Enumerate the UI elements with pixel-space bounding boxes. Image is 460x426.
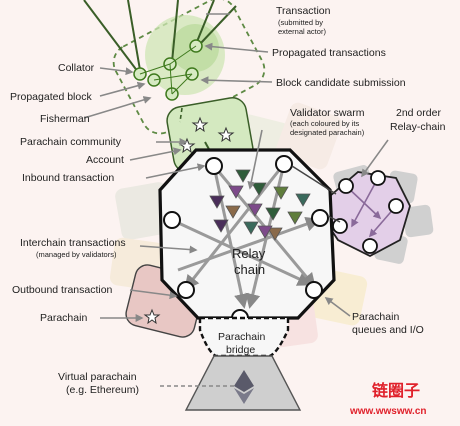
label-virtual-parachain-1: Virtual parachain — [58, 371, 137, 383]
label-validator-swarm: Validator swarm — [290, 107, 365, 119]
label-outbound-transaction: Outbound transaction — [12, 284, 113, 296]
second-order-relay-chain — [320, 165, 434, 264]
label-parachain-queues-2: queues and I/O — [352, 324, 424, 336]
label-fisherman: Fisherman — [40, 113, 90, 125]
label-propagated-transactions: Propagated transactions — [272, 47, 386, 59]
label-block-candidate-submission: Block candidate submission — [276, 77, 406, 89]
label-parachain-bridge-1: Parachain — [218, 331, 265, 343]
label-second-order-2: Relay-chain — [390, 121, 446, 133]
label-parachain-queues-1: Parachain — [352, 311, 399, 323]
relay-validator-nodes — [163, 155, 329, 327]
label-transaction: Transaction — [276, 5, 331, 17]
virtual-parachain — [184, 355, 302, 411]
relay-chain — [158, 148, 336, 320]
label-relay-chain-1: Relay — [232, 246, 266, 261]
watermark-title: 链圈子 — [372, 381, 420, 400]
label-collator: Collator — [58, 62, 95, 74]
incoming-transactions — [83, 0, 237, 73]
parachain-star-icon — [143, 308, 161, 325]
label-virtual-parachain-2: (e.g. Ethereum) — [66, 384, 139, 396]
label-relay-chain-2: chain — [234, 262, 265, 277]
label-account: Account — [86, 154, 124, 166]
label-transaction-sub-2: external actor) — [278, 27, 326, 36]
label-interchain-transactions-sub: (managed by validators) — [36, 250, 117, 259]
label-transaction-sub-1: (submitted by — [278, 18, 323, 27]
leader-lines — [83, 13, 389, 387]
label-parachain: Parachain — [40, 312, 87, 324]
label-validator-swarm-sub-1: (each coloured by its — [290, 119, 359, 128]
validator-swarm — [209, 169, 311, 241]
label-inbound-transaction: Inbound transaction — [22, 172, 114, 184]
ethereum-icon — [234, 370, 254, 392]
label-validator-swarm-sub-2: designated parachain) — [290, 128, 365, 137]
label-interchain-transactions: Interchain transactions — [20, 237, 126, 249]
label-second-order-1: 2nd order — [396, 107, 441, 119]
label-propagated-block: Propagated block — [10, 91, 92, 103]
watermark-url: www.wwsww.cn — [349, 406, 427, 417]
label-parachain-community: Parachain community — [20, 136, 122, 148]
label-parachain-bridge-2: bridge — [226, 344, 255, 356]
collator-links — [139, 45, 197, 95]
